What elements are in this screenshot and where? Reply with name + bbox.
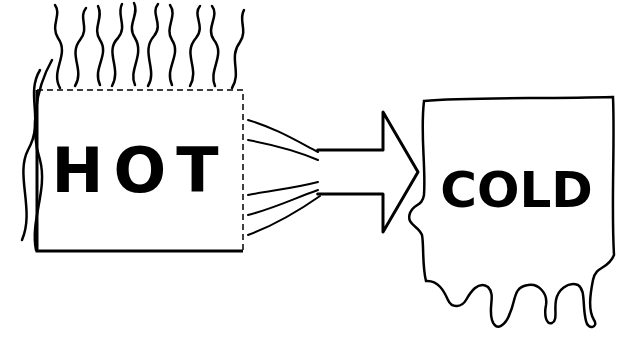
cold-box: COLD <box>418 95 615 285</box>
heat-wave <box>190 6 200 86</box>
heat-waves <box>22 3 244 250</box>
dashed-edge <box>37 90 243 251</box>
motion-streak <box>248 140 318 160</box>
heat-wave <box>75 8 86 86</box>
heat-wave <box>112 4 122 86</box>
box-label: COLD <box>440 165 593 215</box>
box-edge <box>37 90 243 251</box>
motion-streak <box>248 190 318 215</box>
motion-streaks <box>248 120 320 235</box>
heat-wave <box>132 3 138 85</box>
heat-wave <box>55 5 62 88</box>
heat-wave <box>148 4 158 86</box>
heat-wave <box>211 6 218 86</box>
melting-edge <box>409 97 614 327</box>
box-label: HOT <box>52 140 229 202</box>
heat-wave <box>169 5 175 85</box>
big-arrow <box>318 112 418 232</box>
heat-wave <box>232 10 244 88</box>
motion-streak <box>248 196 320 235</box>
heat-wave <box>97 6 103 85</box>
hot-box: HOT <box>35 88 245 253</box>
